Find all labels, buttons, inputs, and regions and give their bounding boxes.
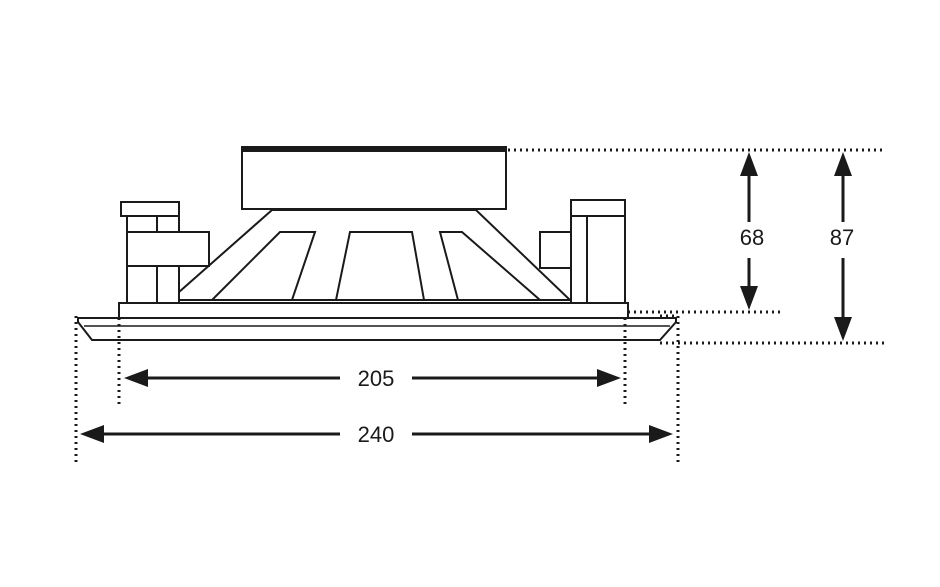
dimension-total-depth: 87	[830, 152, 854, 341]
basket-window-right	[438, 231, 543, 301]
dimension-inner-width: 205	[124, 366, 621, 391]
extension-lines	[74, 148, 886, 462]
dim-68-arrowhead-bottom	[740, 286, 758, 310]
right-clamp-post-outer	[586, 215, 626, 305]
dim-240-label: 240	[358, 422, 395, 447]
left-clamp-cap	[120, 201, 180, 217]
basket-window-center	[334, 231, 426, 301]
right-clamp-post	[570, 215, 588, 305]
speaker-body	[77, 146, 677, 341]
mounting-plate	[118, 302, 629, 319]
dim-87-label: 87	[830, 225, 854, 250]
dimension-body-depth: 68	[740, 152, 764, 310]
dim-205-label: 205	[358, 366, 395, 391]
dim-68-label: 68	[740, 225, 764, 250]
right-clamp-cap	[570, 199, 626, 217]
grille-flange	[77, 317, 677, 341]
left-clamp-arm	[126, 231, 210, 267]
dim-240-arrowhead-left	[80, 425, 104, 443]
dim-87-arrowhead-top	[834, 152, 852, 176]
basket-window-left	[209, 231, 317, 301]
dimension-outer-width: 240	[80, 422, 673, 447]
right-clamp-arm	[539, 231, 572, 269]
magnet-housing	[241, 146, 507, 210]
dim-205-arrowhead-left	[124, 369, 148, 387]
dim-68-arrowhead-top	[740, 152, 758, 176]
dim-87-arrowhead-bottom	[834, 317, 852, 341]
dim-240-arrowhead-right	[649, 425, 673, 443]
dim-205-arrowhead-right	[597, 369, 621, 387]
